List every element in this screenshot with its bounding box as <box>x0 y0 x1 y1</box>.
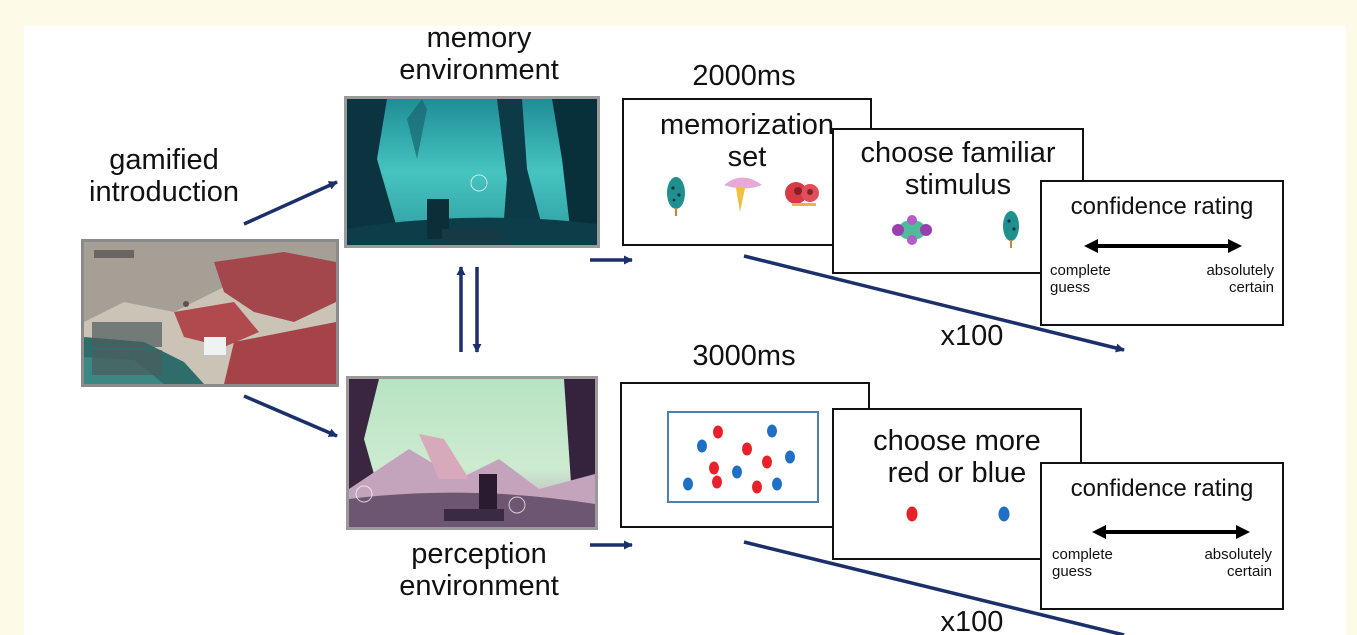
perception-env-label: perception environment <box>399 538 559 603</box>
red-dot <box>709 461 719 475</box>
memory-duration-label: 2000ms <box>692 60 796 92</box>
red-dot <box>742 442 752 456</box>
purple-creature-stimulus-icon <box>892 215 932 245</box>
perception-repeat-label: x100 <box>940 606 1004 635</box>
perception-duration-label: 3000ms <box>692 340 796 372</box>
memory-env-label: memory environment <box>399 26 559 87</box>
confidence-scale-arrow <box>1084 239 1242 253</box>
intro-label: gamified introduction <box>89 144 239 209</box>
blue-dot <box>697 439 707 453</box>
red-dot <box>712 475 722 489</box>
perception-confidence-card: confidence rating complete guess absolut… <box>1040 462 1284 610</box>
perception-confidence-title: confidence rating <box>1070 475 1254 502</box>
intro-to-perception-arrow <box>243 394 338 438</box>
choose-red-blue-title: choose more red or blue <box>873 425 1041 489</box>
memory-repeat-label: x100 <box>940 320 1004 352</box>
memorization-set-card: memorization set <box>622 98 872 246</box>
blue-dot <box>767 424 777 438</box>
red-choice-dot <box>906 506 918 522</box>
memory-environment-screenshot <box>344 96 600 248</box>
red-dot <box>752 480 762 494</box>
blue-dot <box>772 477 782 491</box>
dot-stimulus-card <box>620 382 870 528</box>
blue-dot <box>785 450 795 464</box>
tree-stimulus-icon <box>667 177 685 216</box>
perception-environment-screenshot <box>346 376 598 530</box>
blue-dot <box>732 465 742 479</box>
perception-scale-high-label: absolutely certain <box>1204 546 1272 581</box>
memory-confidence-title: confidence rating <box>1070 193 1254 220</box>
diagram-canvas: gamified introduction memory environment… <box>24 26 1346 635</box>
memorization-set-title: memorization set <box>659 109 835 173</box>
red-shell-stimulus-icon <box>785 182 819 206</box>
fungus-stimulus-icon <box>724 177 762 212</box>
memory-scale-low-label: complete guess <box>1050 262 1111 297</box>
red-dot <box>713 425 723 439</box>
memory-scale-high-label: absolutely certain <box>1206 262 1274 297</box>
intro-game-screenshot <box>81 239 339 387</box>
choose-familiar-title: choose familiar stimulus <box>860 137 1056 201</box>
blue-choice-dot <box>998 506 1010 522</box>
memory-confidence-card: confidence rating complete guess absolut… <box>1040 180 1284 326</box>
red-dot <box>762 455 772 469</box>
perception-scale-low-label: complete guess <box>1052 546 1113 581</box>
confidence-scale-arrow-2 <box>1092 525 1250 539</box>
blue-dot <box>683 477 693 491</box>
tree-stimulus-icon-2 <box>1003 211 1019 248</box>
